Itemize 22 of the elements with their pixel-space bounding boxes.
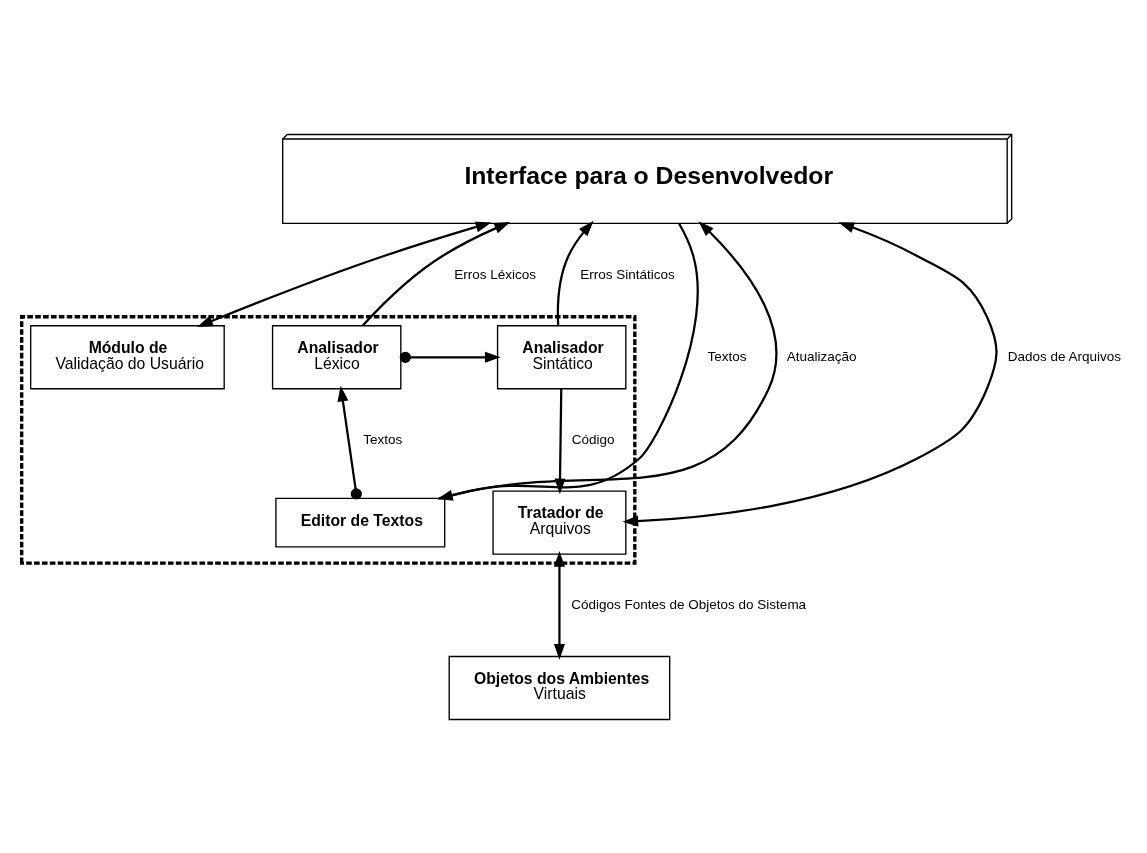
arrow bbox=[556, 220, 594, 325]
edge-label: Erros Léxicos bbox=[454, 266, 537, 282]
arrow bbox=[554, 388, 566, 494]
edge-label: Código bbox=[571, 431, 615, 447]
edge-label: Atualização bbox=[786, 348, 857, 364]
arrow bbox=[622, 221, 998, 527]
edge-label: Erros Sintáticos bbox=[580, 266, 675, 282]
edge-label: Dados de Arquivos bbox=[1007, 348, 1122, 364]
node-box: Analisador Sintático bbox=[496, 324, 627, 389]
edge-label: Códigos Fontes de Objetos do Sistema bbox=[571, 596, 807, 612]
arrow bbox=[399, 351, 501, 363]
node-box: Editor de Textos bbox=[275, 497, 446, 547]
arrow bbox=[553, 550, 565, 660]
edge-label: Textos bbox=[363, 431, 403, 447]
edge-label: Textos bbox=[707, 348, 747, 364]
arrow bbox=[361, 221, 511, 326]
arrow bbox=[337, 385, 362, 499]
node-box: Analisador Léxico bbox=[271, 324, 402, 389]
node-box: Módulo de Validação do Usuário bbox=[30, 324, 225, 389]
node-box: Tratador de Arquivos bbox=[492, 489, 627, 555]
arrow bbox=[197, 221, 492, 327]
node-box: Objetos dos Ambientes Virtuais bbox=[448, 655, 671, 720]
